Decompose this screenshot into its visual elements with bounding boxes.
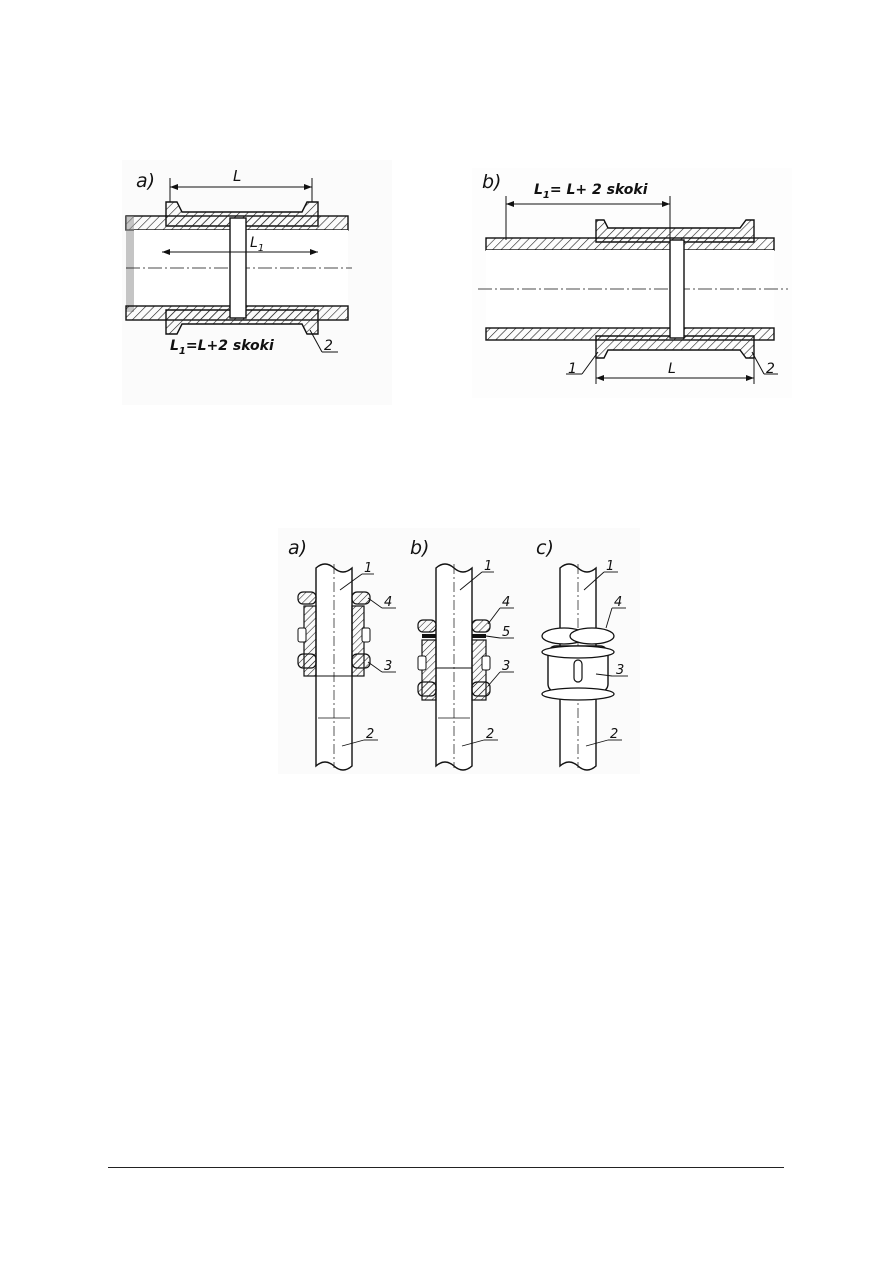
svg-text:2: 2 — [366, 727, 374, 742]
svg-text:1: 1 — [364, 561, 372, 576]
footer-rule — [108, 1167, 784, 1168]
joint-a-callouts: 1 4 3 2 — [339, 561, 396, 747]
svg-text:1: 1 — [606, 559, 614, 574]
formula-b: L1= L+ 2 skoki — [534, 182, 648, 201]
socket-bottom — [165, 309, 319, 335]
vertical-joints-drawing: a) b) c) 1 4 3 2 — [288, 537, 628, 771]
dimension-L-b — [595, 358, 755, 384]
panel-label-b: b) — [482, 171, 501, 193]
joint-c — [541, 563, 615, 771]
panel-label-vertical-a: a) — [288, 537, 307, 559]
callout-2-leader-b — [751, 351, 765, 375]
vertical-joints-figure: a) b) c) 1 4 3 2 — [278, 528, 640, 774]
callout-2-label: 2 — [324, 338, 333, 354]
callout-2-leader — [309, 329, 323, 353]
svg-text:4: 4 — [384, 595, 392, 610]
panel-label-vertical-b: b) — [410, 537, 429, 559]
svg-text:4: 4 — [614, 595, 622, 610]
svg-text:2: 2 — [486, 727, 494, 742]
callout-2-label-b: 2 — [766, 361, 775, 377]
pipe-joint-figure-b: b) L1= L+ 2 skoki L — [472, 168, 792, 398]
joint-b-callouts: 1 4 5 3 2 — [459, 559, 514, 747]
svg-text:1: 1 — [484, 559, 492, 574]
callout-1-leader-b — [581, 351, 599, 375]
dimension-L1-label: L1 — [250, 235, 264, 254]
svg-text:3: 3 — [384, 659, 392, 674]
formula-a: L1=L+2 skoki — [170, 338, 274, 357]
svg-text:3: 3 — [502, 659, 510, 674]
joint-b — [417, 563, 491, 771]
pipe-joint-a-drawing: a) L — [125, 167, 352, 357]
pipe-wall-top-b — [485, 237, 775, 251]
dimension-L — [169, 178, 313, 202]
panel-label-a: a) — [136, 170, 155, 192]
dimension-L-label: L — [233, 167, 241, 185]
svg-text:3: 3 — [616, 663, 624, 678]
pipe-gap-b — [669, 239, 685, 339]
joint-a — [297, 563, 371, 771]
pipe-joint-figure-a: a) L — [122, 160, 392, 405]
panel-label-vertical-c: c) — [536, 537, 554, 559]
svg-text:4: 4 — [502, 595, 510, 610]
socket-bottom-b — [595, 335, 755, 359]
pipe-joint-b-drawing: b) L1= L+ 2 skoki L — [478, 171, 788, 384]
joint-c-callouts: 1 4 3 2 — [583, 559, 628, 747]
dimension-L-label-b: L — [668, 361, 676, 377]
callout-1-label-b: 1 — [568, 361, 577, 377]
pipe-gap — [229, 217, 247, 319]
svg-text:2: 2 — [610, 727, 618, 742]
svg-text:5: 5 — [502, 625, 510, 640]
dimension-L1 — [162, 249, 318, 255]
